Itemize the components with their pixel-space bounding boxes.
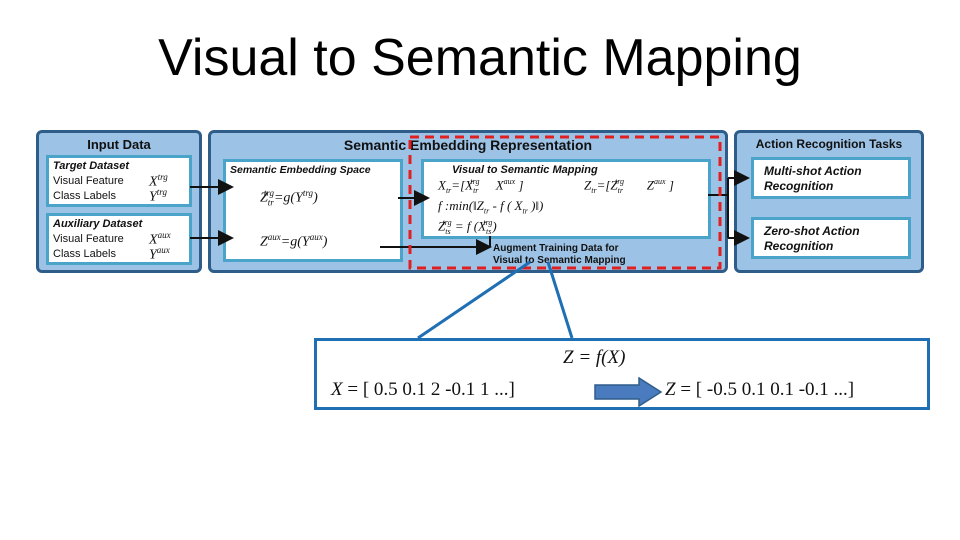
callout-line-left [417,260,531,340]
mapping-eq-min: f :min(‖Ztr - f ( Xtr )‖) [438,198,544,216]
zero-shot-line-2: Recognition [764,239,834,253]
semantic-embedding-header: Semantic Embedding Representation [343,137,593,153]
mapping-eq-z: Ztr=[Ztrtrg Zaux ] [584,177,674,195]
target-dataset-box: Target Dataset Visual Feature Xtrg Class… [46,155,192,207]
multi-shot-line-1: Multi-shot Action [764,164,862,178]
mapping-arrow-icon [594,377,663,407]
target-class-labels-label: Class Labels [53,190,116,202]
callout-line-right [546,261,574,339]
zoom-z-vector: Z = [ -0.5 0.1 0.1 -0.1 ...] [665,379,855,400]
mapping-box: Visual to Semantic Mapping Xtr=[Xtrtrg X… [421,159,711,239]
auxiliary-dataset-title: Auxiliary Dataset [53,218,143,230]
aux-visual-symbol: Xaux [149,230,171,248]
action-recognition-header: Action Recognition Tasks [755,137,903,151]
mapping-title: Visual to Semantic Mapping [452,164,598,176]
zero-shot-box: Zero-shot Action Recognition [751,217,911,259]
input-data-header: Input Data [87,137,151,152]
multi-shot-box: Multi-shot Action Recognition [751,157,911,199]
aux-visual-feature-label: Visual Feature [53,233,124,245]
mapping-eq-test: Ztstrg = f (Xtstrg) [438,218,497,236]
augment-line-2: Visual to Semantic Mapping [493,255,626,266]
target-dataset-title: Target Dataset [53,160,130,172]
semantic-space-box: Semantic Embedding Space Ztrtrg=g(Ytrg) … [223,159,403,262]
multi-shot-line-2: Recognition [764,179,834,193]
zoom-x-vector: X = [ 0.5 0.1 2 -0.1 1 ...] [331,379,515,400]
target-class-symbol: Ytrg [149,187,167,205]
semantic-embedding-panel: Semantic Embedding Representation Semant… [208,130,728,273]
target-visual-feature-label: Visual Feature [53,175,124,187]
aux-class-symbol: Yaux [149,245,170,263]
semantic-eq-aux: Zaux=g(Yaux) [260,232,328,250]
mapping-eq-x: Xtr=[Xtrtrg Xaux ] [438,177,524,195]
zoom-callout-box: Z = f(X) X = [ 0.5 0.1 2 -0.1 1 ...] Z =… [314,338,930,410]
semantic-space-title: Semantic Embedding Space [230,164,371,176]
zero-shot-line-1: Zero-shot Action [764,224,860,238]
augment-line-1: Augment Training Data for [493,243,619,254]
input-data-panel: Input Data Target Dataset Visual Feature… [36,130,202,273]
target-visual-symbol: Xtrg [149,172,168,190]
zoom-eq-top: Z = f(X) [563,347,626,368]
slide-title: Visual to Semantic Mapping [158,29,802,87]
semantic-eq-target: Ztrtrg=g(Ytrg) [260,188,318,208]
action-recognition-panel: Action Recognition Tasks Multi-shot Acti… [734,130,924,273]
auxiliary-dataset-box: Auxiliary Dataset Visual Feature Xaux Cl… [46,213,192,265]
aux-class-labels-label: Class Labels [53,248,116,260]
